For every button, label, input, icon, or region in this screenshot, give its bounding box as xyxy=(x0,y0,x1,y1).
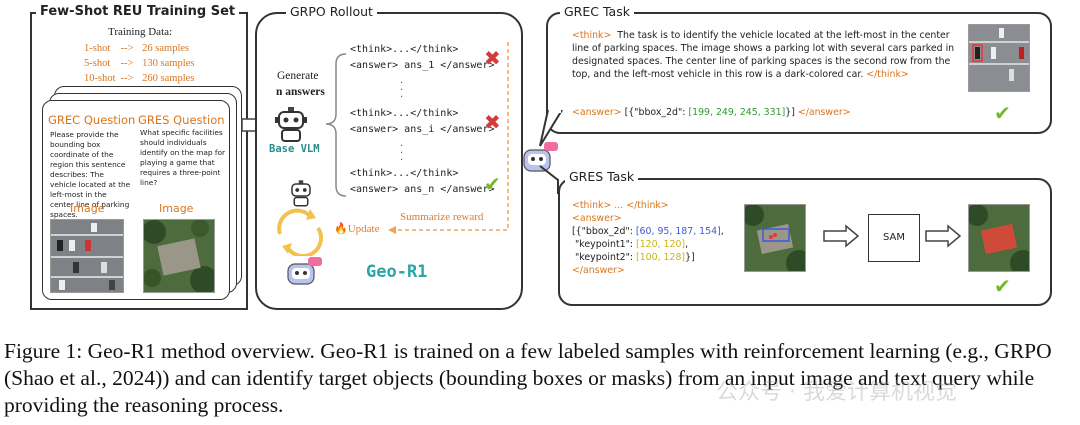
training-row: 10-shot --> 260 samples xyxy=(84,73,195,84)
n-answers-label: n answers xyxy=(276,86,325,98)
grpo-rollout-panel xyxy=(255,12,523,310)
parking-lot-image xyxy=(50,219,124,293)
training-set-title: Few-Shot REU Training Set xyxy=(36,4,240,19)
answer-item: <think>...</think> <answer> ans_i </answ… xyxy=(350,106,495,138)
answer-item: <think>...</think> <answer> ans_n </answ… xyxy=(350,166,495,198)
grec-task-panel xyxy=(546,12,1052,134)
answer-think: <think>...</think> xyxy=(350,168,459,179)
answer-text: <answer> ans_i </answer> xyxy=(350,124,495,135)
training-data-label: Training Data: xyxy=(108,26,173,38)
gres-question-title: GRES Question xyxy=(138,113,225,127)
update-cycle-icon xyxy=(277,208,324,256)
training-row: 1-shot --> 26 samples xyxy=(84,43,190,54)
grec-question-text: Please provide the bounding box coordina… xyxy=(50,130,131,219)
question-card: GREC Question Please provide the boundin… xyxy=(42,100,230,300)
gres-kp1-line: "keypoint1": [120, 120], xyxy=(574,239,689,250)
gres-callout-tail xyxy=(539,165,559,194)
grpo-rollout-title: GRPO Rollout xyxy=(286,4,377,19)
gres-answer-block: <think> ... </think> <answer> [{"bbox_2d… xyxy=(572,199,724,277)
answers-bracket xyxy=(325,53,347,197)
arrow-from-sam xyxy=(925,224,962,248)
training-row: 5-shot --> 130 samples xyxy=(84,58,195,69)
answer-text: <answer> ans_n </answer> xyxy=(350,184,495,195)
robot-icon xyxy=(291,180,311,207)
gres-question-text: What specific facilities should individu… xyxy=(140,128,226,187)
answer-item: <think>...</think> <answer> ans_1 </answ… xyxy=(350,42,495,74)
grec-result-image xyxy=(968,24,1030,92)
grec-task-title: GREC Task xyxy=(560,4,634,19)
gres-kp2-line: "keypoint2": [100, 128]}] xyxy=(574,252,695,263)
update-label: 🔥Update xyxy=(334,223,380,235)
dots-vertical: ··· xyxy=(400,78,404,103)
model-name-label: Geo-R1 xyxy=(366,262,428,282)
basketball-court-image xyxy=(143,219,215,293)
robot-icon xyxy=(275,107,307,142)
check-icon: ✔ xyxy=(484,172,501,196)
cross-icon: ✖ xyxy=(484,110,501,134)
answer-text: <answer> ans_1 </answer> xyxy=(350,60,495,71)
gres-think-line: <think> ... </think> xyxy=(572,200,669,211)
check-icon: ✔ xyxy=(994,101,1011,125)
sam-box: SAM xyxy=(868,214,920,262)
training-rows: 1-shot --> 26 samples 5-shot --> 130 sam… xyxy=(84,41,194,86)
sam-label: SAM xyxy=(882,232,905,243)
answer-think: <think>...</think> xyxy=(350,44,459,55)
gres-input-image xyxy=(744,204,806,272)
cute-robot-icon xyxy=(523,142,558,172)
reward-dashed-line xyxy=(388,42,509,234)
cute-robot-icon xyxy=(287,257,322,285)
gres-answer-close: </answer> xyxy=(572,265,625,276)
cross-icon: ✖ xyxy=(484,46,501,70)
grec-callout-tail xyxy=(539,110,563,147)
gres-answer-open: <answer> xyxy=(572,213,622,224)
watermark: 公众号 · 我爱计算机视觉 xyxy=(716,380,957,405)
image-label-grec: Image xyxy=(70,202,105,215)
arrow-to-sam xyxy=(823,224,860,248)
fire-icon: 🔥 xyxy=(334,223,348,235)
figure-caption: Figure 1: Geo-R1 method overview. Geo-R1… xyxy=(4,339,1052,417)
check-icon: ✔ xyxy=(994,274,1011,298)
base-vlm-label: Base VLM xyxy=(269,143,320,155)
gres-task-title: GRES Task xyxy=(565,169,639,184)
dots-vertical: ··· xyxy=(400,141,404,166)
grec-answer: <answer> [{"bbox_2d": [199, 249, 245, 33… xyxy=(572,107,851,118)
gres-bbox-line: [{"bbox_2d": [60, 95, 187, 154], xyxy=(572,226,724,237)
summarize-reward-label: Summarize reward xyxy=(400,211,484,223)
answer-think: <think>...</think> xyxy=(350,108,459,119)
gres-result-image xyxy=(968,204,1030,272)
grec-question-title: GREC Question xyxy=(48,113,136,127)
generate-label: Generate xyxy=(277,70,319,82)
grec-think-text: <think> The task is to identify the vehi… xyxy=(572,30,955,80)
image-label-gres: Image xyxy=(159,202,194,215)
